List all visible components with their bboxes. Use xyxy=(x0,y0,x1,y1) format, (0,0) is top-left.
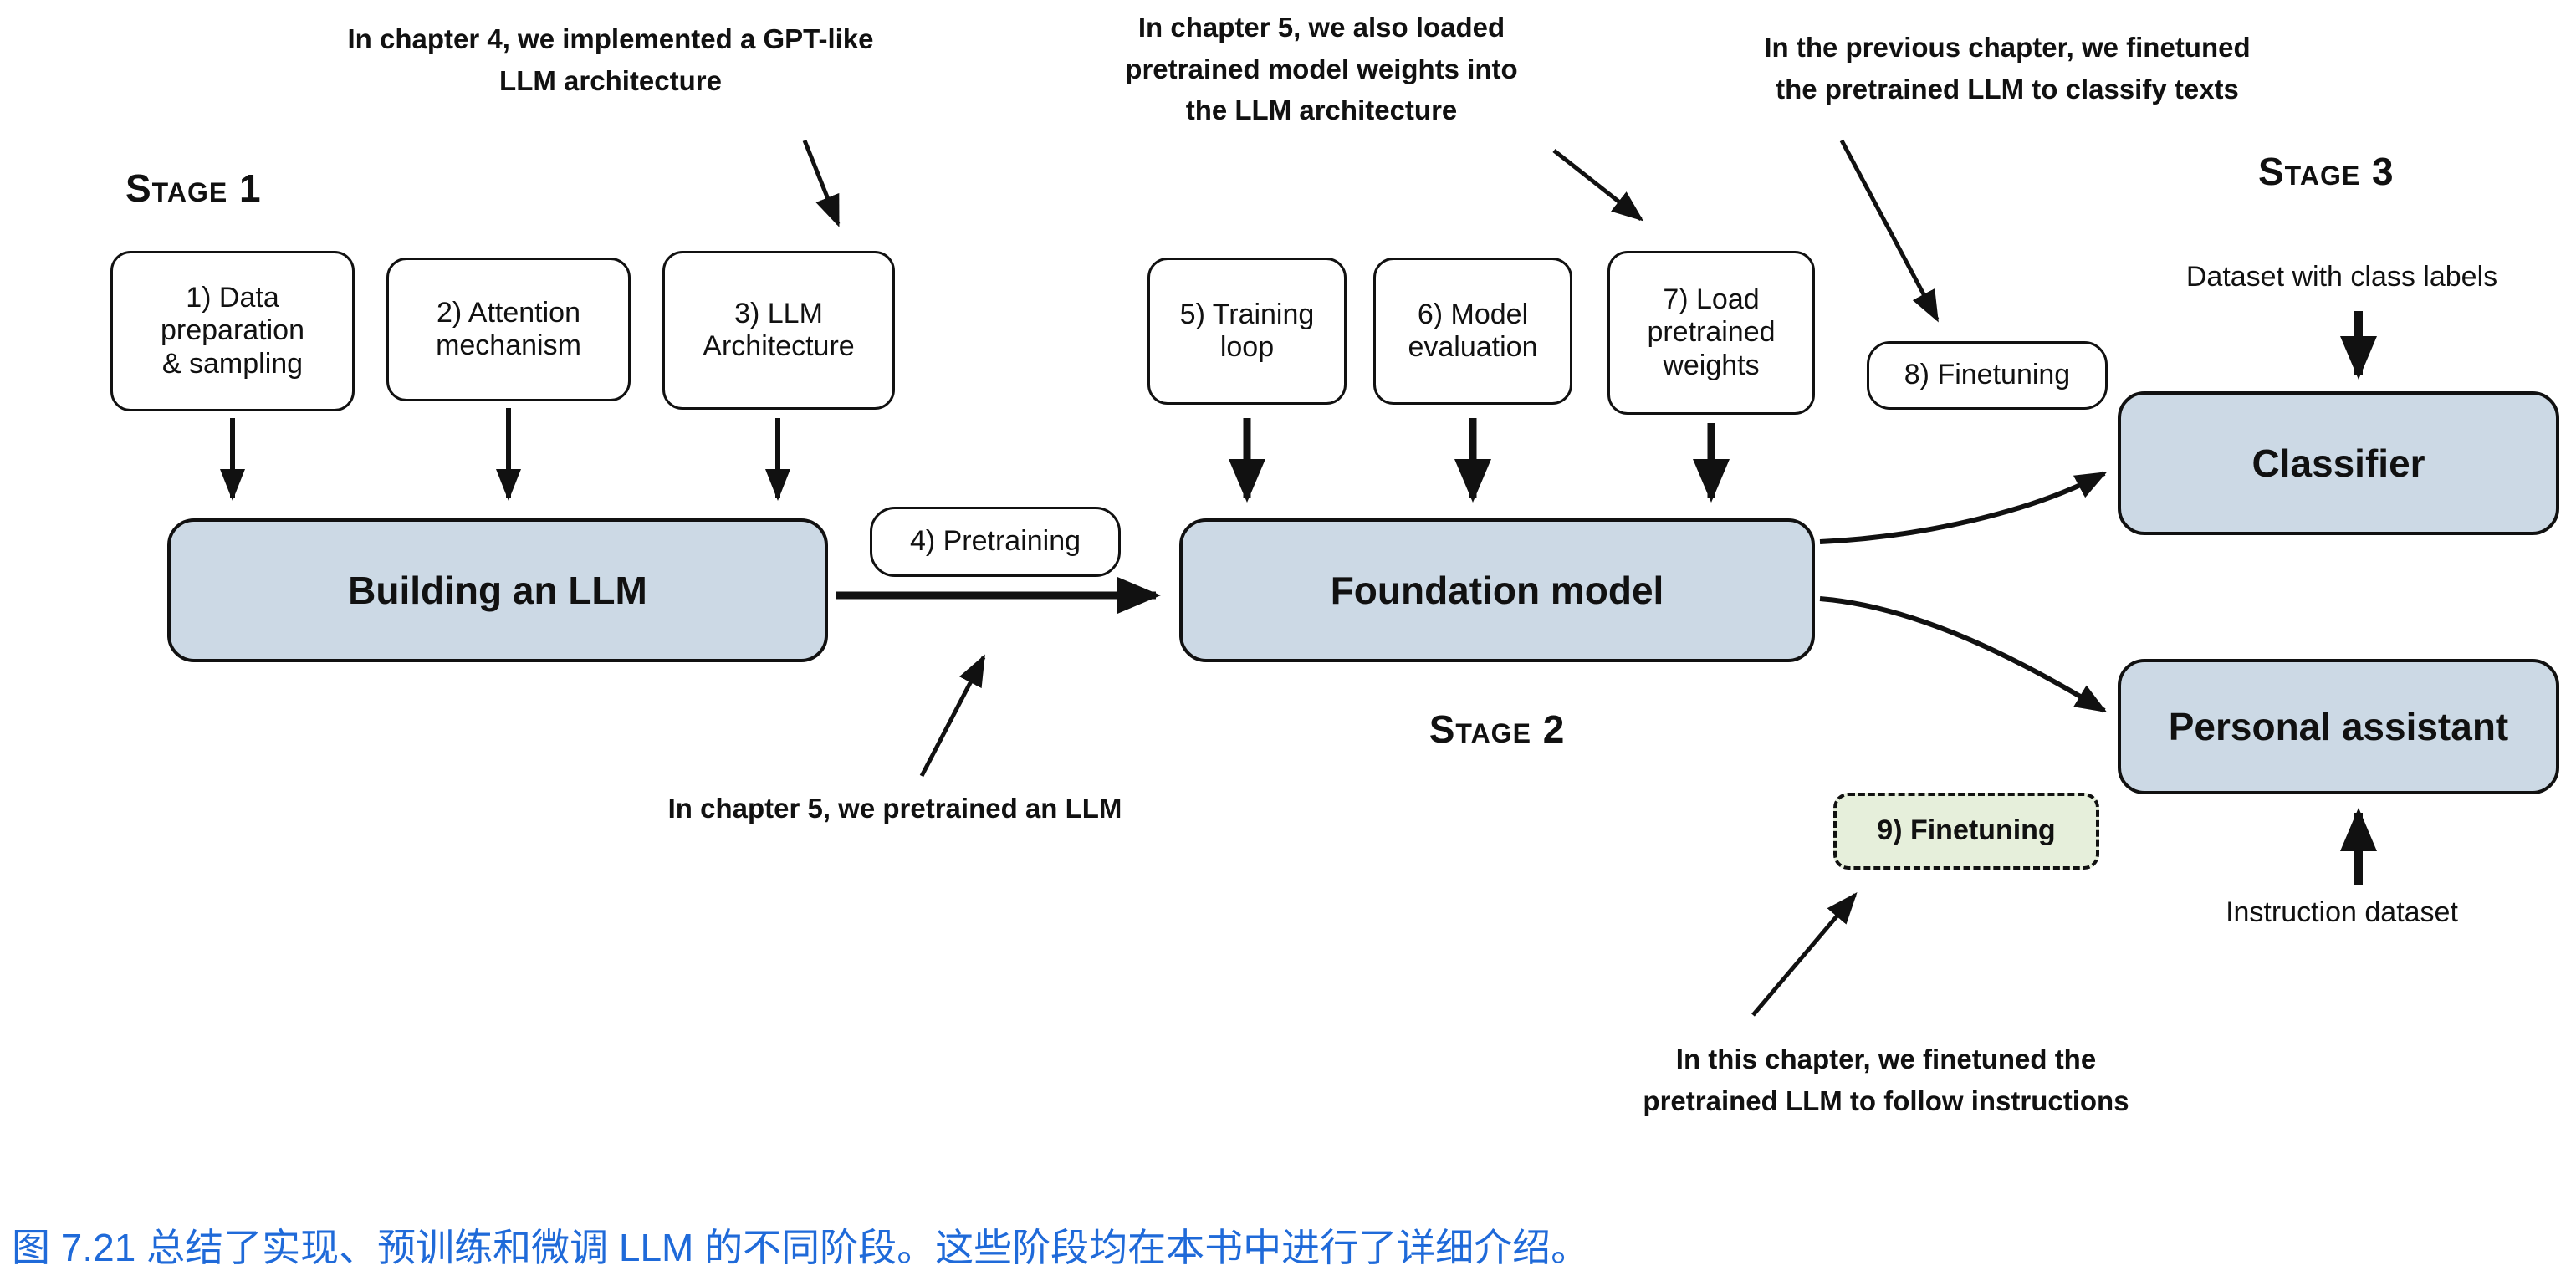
arrow-pretrain-note-to-arrow xyxy=(919,654,986,778)
annotation-previous-chapter: In the previous chapter, we finetuned th… xyxy=(1764,32,2251,105)
curve-foundation-to-assistant xyxy=(1819,596,2108,713)
annotation-this-chapter: In this chapter, we finetuned the pretra… xyxy=(1643,1044,2129,1116)
stage-2-label: Stage 2 xyxy=(1429,707,1566,751)
arrow-thischapter-note-to-step9 xyxy=(1751,891,1858,1017)
box-step4-pretraining: 4) Pretraining xyxy=(870,507,1121,577)
stage-1-label: Stage 1 xyxy=(125,166,262,210)
annotation-chapter5-weights: In chapter 5, we also loaded pretrained … xyxy=(1125,12,1518,125)
label-instruction-dataset: Instruction dataset xyxy=(2226,896,2458,928)
box-step9-finetuning: 9) Finetuning xyxy=(1833,793,2099,870)
arrow-chapter4-to-step3 xyxy=(802,140,841,227)
curve-foundation-to-classifier xyxy=(1819,471,2108,544)
box-building-an-llm: Building an LLM xyxy=(167,518,828,662)
box-step2-attention-mechanism: 2) Attention mechanism xyxy=(386,258,631,401)
box-step8-finetuning: 8) Finetuning xyxy=(1867,341,2108,410)
box-step5-training-loop: 5) Training loop xyxy=(1147,258,1347,405)
annotation-chapter4: In chapter 4, we implemented a GPT-like … xyxy=(347,23,874,96)
box-step1-data-preparation: 1) Data preparation & sampling xyxy=(110,251,355,411)
box-classifier: Classifier xyxy=(2118,391,2559,535)
box-personal-assistant: Personal assistant xyxy=(2118,659,2559,794)
annotation-chapter5-pretrain: In chapter 5, we pretrained an LLM xyxy=(667,793,1122,824)
arrow-prevchapter-note-to-step8 xyxy=(1839,139,1940,323)
stage-3-label: Stage 3 xyxy=(2258,150,2395,193)
box-step3-llm-architecture: 3) LLM Architecture xyxy=(662,251,895,410)
box-foundation-model: Foundation model xyxy=(1179,518,1815,662)
box-step6-model-evaluation: 6) Model evaluation xyxy=(1373,258,1572,405)
arrow-weights-note-to-step7 xyxy=(1552,149,1644,222)
figure-caption: 图 7.21 总结了实现、预训练和微调 LLM 的不同阶段。这些阶段均在本书中进… xyxy=(12,1226,1590,1269)
label-dataset-with-class-labels: Dataset with class labels xyxy=(2185,261,2498,293)
box-step7-load-pretrained-weights: 7) Load pretrained weights xyxy=(1607,251,1815,415)
